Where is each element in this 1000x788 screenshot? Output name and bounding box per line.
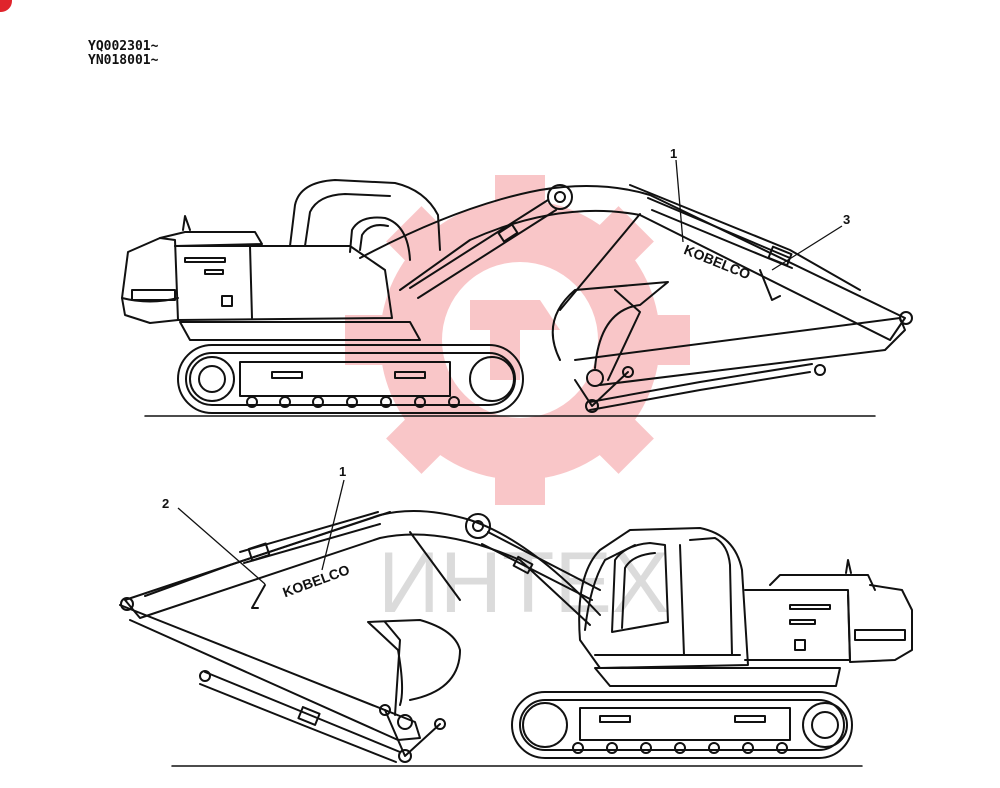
top-callouts — [675, 159, 843, 271]
bottom-callout-2: 2 — [162, 496, 169, 511]
serial-range-2: YN018001~ — [88, 53, 159, 68]
bottom-callout-1: 1 — [339, 464, 346, 479]
serial-range-1: YQ002301~ — [88, 39, 159, 54]
watermark-logo-icon — [345, 175, 690, 505]
bottom-excavator: KOBELCO — [119, 510, 913, 767]
top-callout-1: 1 — [670, 146, 677, 161]
top-callout-3: 3 — [843, 212, 850, 227]
bottom-callouts — [177, 479, 345, 585]
